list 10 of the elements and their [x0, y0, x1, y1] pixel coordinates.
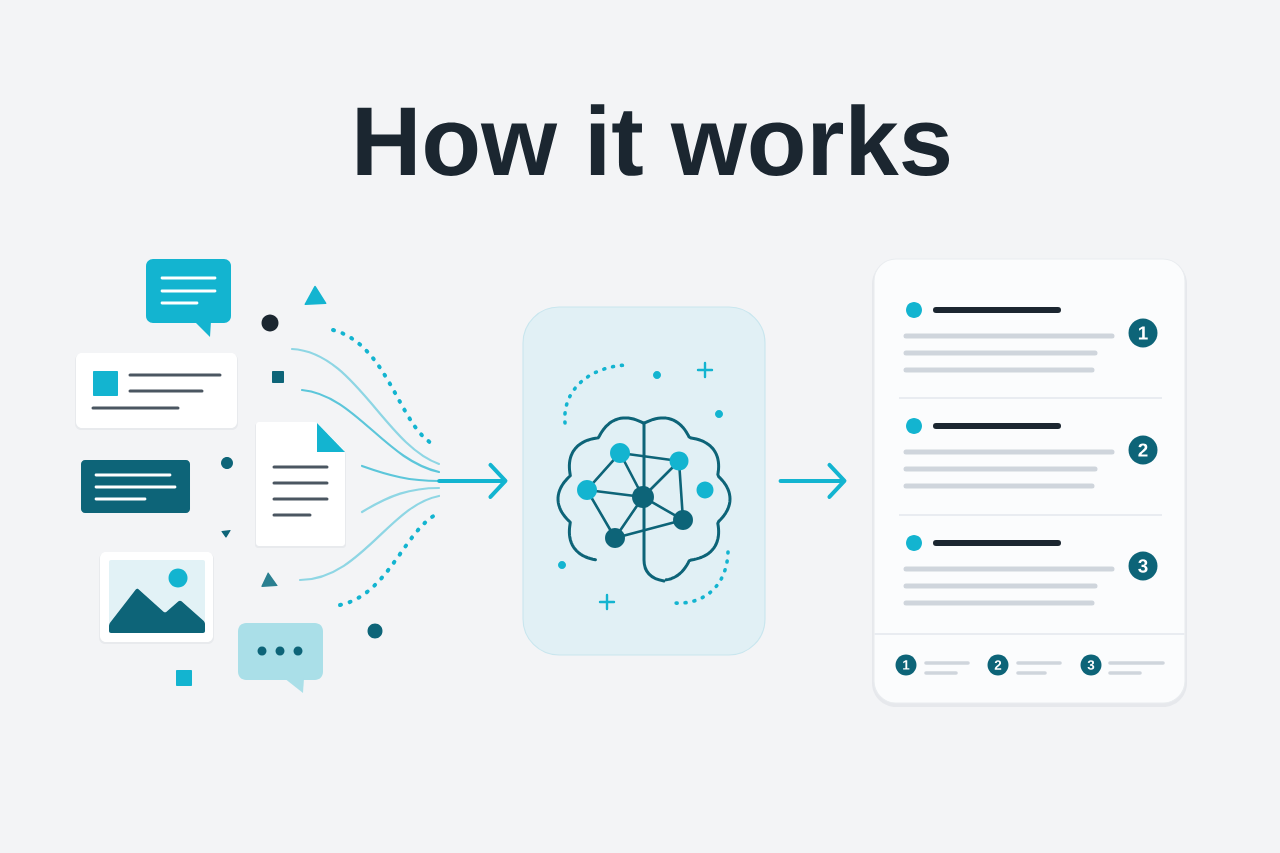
- rounded-panel: [522, 306, 766, 656]
- number-badge: 3: [1128, 551, 1158, 581]
- number-badge: 2: [1128, 435, 1158, 465]
- title: How it works: [357, 104, 950, 176]
- number-badge: 1: [1128, 318, 1158, 348]
- arrow: [437, 463, 508, 499]
- number-badge: 2: [987, 654, 1009, 676]
- number-badge: 1: [895, 654, 917, 676]
- number-badge: 3: [1080, 654, 1102, 676]
- input-illustration: [75, 259, 441, 693]
